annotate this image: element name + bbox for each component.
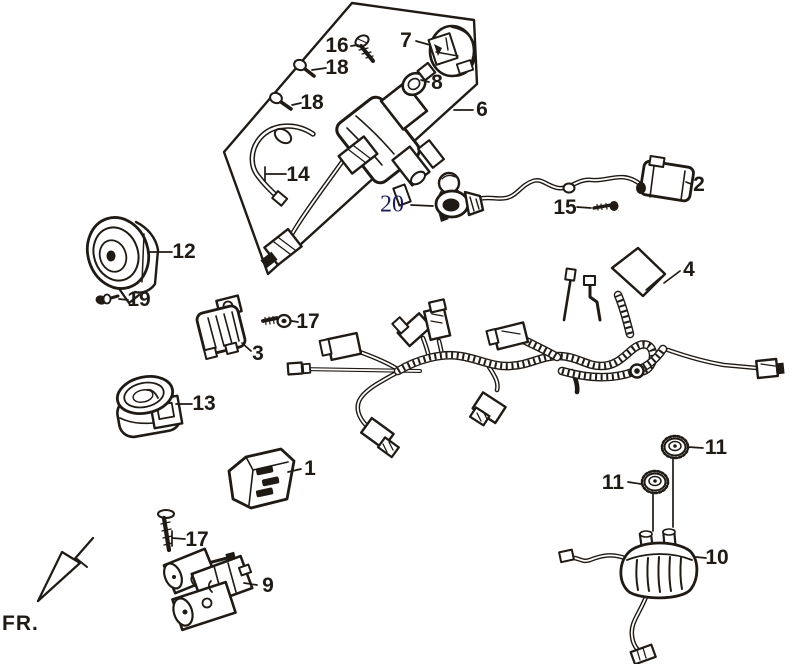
nut-part11-right [660, 434, 690, 460]
cable-part14 [249, 123, 316, 207]
part-label-11: 11 [704, 436, 728, 459]
part-label-18: 18 [325, 56, 349, 79]
part-label-1: 1 [304, 457, 316, 480]
wire-harness [286, 267, 785, 459]
part-label-14: 14 [286, 163, 310, 186]
ignition-switch-assembly [249, 24, 477, 269]
part-label-11: 11 [601, 471, 625, 494]
part-label-9: 9 [262, 574, 274, 597]
horn-part12 [85, 216, 160, 305]
part-label-6: 6 [476, 98, 488, 121]
part-label-13: 13 [192, 392, 216, 415]
cdi-unit-part1 [227, 447, 296, 510]
part-label-12: 12 [172, 240, 196, 263]
ignition-coil-part10 [558, 528, 699, 664]
starter-relay-part9 [162, 547, 254, 632]
screw-part17-lower [157, 509, 175, 553]
part-label-16: 16 [325, 34, 349, 57]
part-label-4: 4 [683, 258, 695, 281]
screw-part16 [354, 34, 375, 63]
harness-connector [318, 331, 363, 362]
harness-connector [485, 321, 530, 351]
part-label-15: 15 [553, 196, 577, 219]
flasher-relay-part13 [115, 375, 184, 439]
harness-connector [359, 416, 400, 459]
bolt-part18-lower [269, 91, 293, 111]
part-label-7: 7 [400, 29, 412, 52]
part-label-8: 8 [431, 71, 443, 94]
part-label-2: 2 [693, 173, 705, 196]
part-label-17: 17 [296, 310, 320, 333]
front-direction-arrow [36, 536, 95, 603]
front-direction-label: FR. [2, 612, 39, 635]
screw-part19 [95, 293, 120, 305]
part-label-3: 3 [252, 342, 264, 365]
part-label-20: 20 [380, 191, 404, 218]
bolt-part18-upper [293, 58, 316, 78]
part-label-19: 19 [127, 288, 151, 311]
part-label-17: 17 [185, 528, 209, 551]
part-label-10: 10 [705, 546, 729, 569]
screw-part15 [592, 201, 619, 211]
ignition-coil-part2 [476, 154, 695, 203]
harness-connector [755, 357, 785, 380]
harness-connector [468, 391, 507, 427]
switch-cap-part7 [427, 24, 477, 78]
spark-plug-cap-part20 [434, 171, 485, 222]
bolt-part17-upper [261, 313, 292, 329]
nut-part11-left [640, 469, 670, 495]
harness-connector [422, 298, 452, 342]
leader-lines [118, 40, 707, 586]
relay-part3 [195, 294, 247, 361]
part-label-18: 18 [300, 91, 324, 114]
bracket-plate-part4 [610, 246, 667, 298]
